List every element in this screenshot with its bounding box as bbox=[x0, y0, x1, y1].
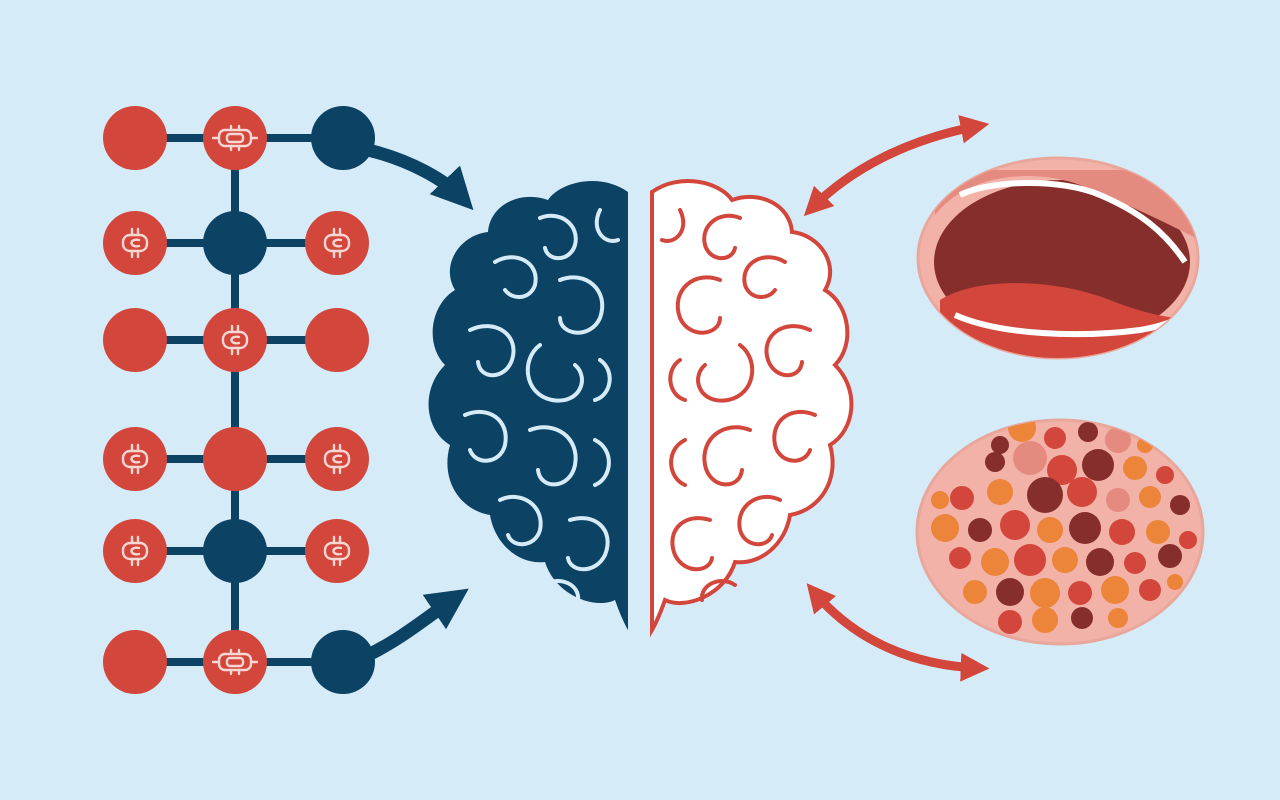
network-node bbox=[103, 106, 167, 170]
cell bbox=[1158, 544, 1182, 568]
cell bbox=[998, 610, 1022, 634]
network-node bbox=[103, 630, 167, 694]
cell bbox=[950, 486, 974, 510]
network-node bbox=[203, 106, 267, 170]
cell bbox=[1086, 548, 1114, 576]
cell bbox=[931, 491, 949, 509]
network-node bbox=[305, 519, 369, 583]
cell bbox=[1105, 427, 1131, 453]
cell bbox=[963, 580, 987, 604]
cell bbox=[1179, 531, 1197, 549]
cell bbox=[1014, 544, 1046, 576]
cell bbox=[1047, 455, 1077, 485]
cell bbox=[991, 436, 1009, 454]
cell bbox=[985, 452, 1005, 472]
network-node bbox=[203, 427, 267, 491]
cell bbox=[1139, 579, 1161, 601]
cell bbox=[1106, 488, 1130, 512]
cell bbox=[1139, 486, 1161, 508]
network-node bbox=[305, 308, 369, 372]
molecular-network bbox=[103, 106, 375, 694]
cell bbox=[987, 479, 1013, 505]
cell bbox=[1068, 581, 1092, 605]
network-node bbox=[305, 427, 369, 491]
cell bbox=[1124, 552, 1146, 574]
cell bbox=[1027, 477, 1063, 513]
network-node bbox=[103, 308, 167, 372]
arrow-top-left bbox=[361, 143, 474, 211]
cell bbox=[1109, 519, 1135, 545]
link-icon bbox=[323, 227, 351, 259]
cell bbox=[931, 514, 959, 542]
cell bbox=[1146, 520, 1170, 544]
chain-icon bbox=[211, 648, 259, 676]
network-node bbox=[203, 211, 267, 275]
network-node bbox=[203, 308, 267, 372]
arrow-bottom-left bbox=[361, 588, 469, 662]
chain-icon bbox=[211, 124, 259, 152]
cell bbox=[1032, 607, 1058, 633]
cell-group bbox=[931, 420, 1197, 634]
network-node bbox=[103, 519, 167, 583]
brain-right-hemisphere bbox=[650, 178, 854, 638]
cell bbox=[949, 547, 971, 569]
cell bbox=[1078, 422, 1098, 442]
cell bbox=[981, 548, 1009, 576]
network-node bbox=[103, 427, 167, 491]
link-icon bbox=[121, 535, 149, 567]
link-icon bbox=[323, 535, 351, 567]
cell bbox=[1108, 608, 1128, 628]
network-node bbox=[311, 630, 375, 694]
brain-left-hemisphere bbox=[428, 180, 628, 630]
cell bbox=[1037, 517, 1063, 543]
cell-cluster-tissue bbox=[915, 418, 1205, 646]
cell bbox=[1069, 512, 1101, 544]
cell bbox=[1101, 576, 1129, 604]
mouth-cross-section bbox=[916, 156, 1200, 360]
cell bbox=[1170, 495, 1190, 515]
cell bbox=[1013, 441, 1047, 475]
network-node bbox=[203, 519, 267, 583]
cell bbox=[1123, 456, 1147, 480]
cell bbox=[1082, 449, 1114, 481]
arrow-bottom-right bbox=[806, 583, 990, 682]
cell bbox=[1167, 574, 1183, 590]
cell bbox=[996, 578, 1024, 606]
network-node bbox=[203, 630, 267, 694]
cell bbox=[1067, 477, 1097, 507]
cell bbox=[1030, 578, 1060, 608]
cell bbox=[1156, 466, 1174, 484]
link-icon bbox=[121, 227, 149, 259]
cell bbox=[1008, 420, 1036, 442]
link-icon bbox=[221, 324, 249, 356]
link-icon bbox=[121, 443, 149, 475]
link-icon bbox=[323, 443, 351, 475]
network-node bbox=[103, 211, 167, 275]
network-node bbox=[311, 106, 375, 170]
cell bbox=[1071, 607, 1093, 629]
arrow-top-right bbox=[803, 115, 990, 217]
cell bbox=[1000, 510, 1030, 540]
network-node bbox=[305, 211, 369, 275]
network-nodes bbox=[103, 106, 375, 694]
cell bbox=[968, 518, 992, 542]
cell bbox=[1052, 547, 1078, 573]
cell bbox=[1044, 427, 1066, 449]
